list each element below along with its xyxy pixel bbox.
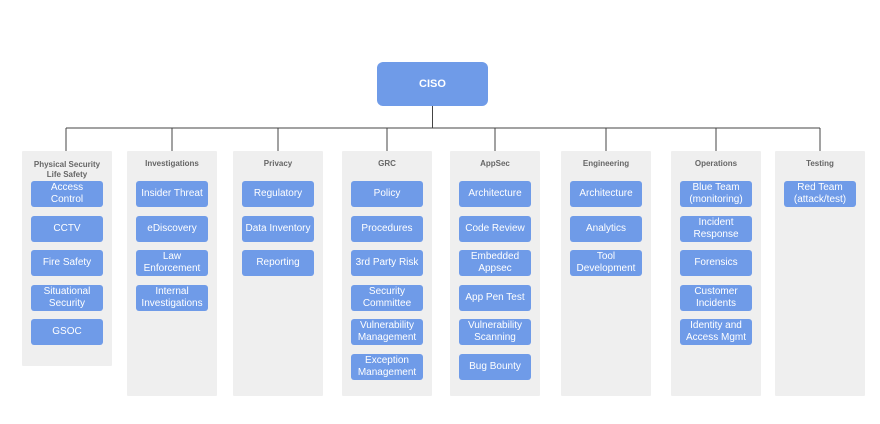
node-privacy-1[interactable]: Data Inventory — [242, 215, 314, 242]
column-title: Engineering — [582, 159, 630, 168]
node-engineering-2[interactable]: Tool Development — [570, 250, 642, 276]
node-grc-3[interactable]: Security Committee — [351, 284, 423, 311]
ciso-node[interactable]: CISO — [377, 62, 488, 106]
column-title: GRC — [378, 159, 396, 168]
node-appsec-4[interactable]: Vulnerability Scanning — [459, 319, 531, 345]
node-appsec-0[interactable]: Architecture — [459, 181, 531, 207]
node-investigations-3[interactable]: Internal Investigations — [136, 284, 208, 311]
node-testing-0[interactable]: Red Team (attack/test) — [784, 181, 856, 207]
node-engineering-0[interactable]: Architecture — [570, 181, 642, 207]
column-title: Operations — [694, 159, 738, 168]
node-physical-1[interactable]: CCTV — [31, 215, 103, 242]
node-grc-1[interactable]: Procedures — [351, 215, 423, 242]
node-physical-2[interactable]: Fire Safety — [31, 250, 103, 276]
column-title: Privacy — [263, 159, 293, 168]
node-grc-2[interactable]: 3rd Party Risk — [351, 250, 423, 276]
column-title: AppSec — [480, 159, 510, 168]
node-grc-0[interactable]: Policy — [351, 181, 423, 207]
node-privacy-2[interactable]: Reporting — [242, 250, 314, 276]
node-operations-1[interactable]: Incident Response — [680, 215, 752, 242]
node-operations-2[interactable]: Forensics — [680, 250, 752, 276]
node-appsec-5[interactable]: Bug Bounty — [459, 353, 531, 380]
node-physical-4[interactable]: GSOC — [31, 319, 103, 345]
column-title: Testing — [806, 159, 834, 168]
node-appsec-1[interactable]: Code Review — [459, 215, 531, 242]
node-operations-4[interactable]: Identity and Access Mgmt — [680, 319, 752, 345]
node-physical-3[interactable]: Situational Security — [31, 284, 103, 311]
node-appsec-3[interactable]: App Pen Test — [459, 284, 531, 311]
node-physical-0[interactable]: Access Control — [31, 181, 103, 207]
node-operations-0[interactable]: Blue Team (monitoring) — [680, 181, 752, 207]
node-investigations-1[interactable]: eDiscovery — [136, 215, 208, 242]
node-operations-3[interactable]: Customer Incidents — [680, 284, 752, 311]
node-privacy-0[interactable]: Regulatory — [242, 181, 314, 207]
node-engineering-1[interactable]: Analytics — [570, 215, 642, 242]
node-grc-5[interactable]: Exception Management — [351, 353, 423, 380]
node-investigations-0[interactable]: Insider Threat — [136, 181, 208, 207]
node-grc-4[interactable]: Vulnerability Management — [351, 319, 423, 345]
node-appsec-2[interactable]: Embedded Appsec — [459, 250, 531, 276]
column-title: Investigations — [145, 159, 199, 168]
node-investigations-2[interactable]: Law Enforcement — [136, 250, 208, 276]
column-title: Physical Security Life Safety — [33, 160, 101, 179]
